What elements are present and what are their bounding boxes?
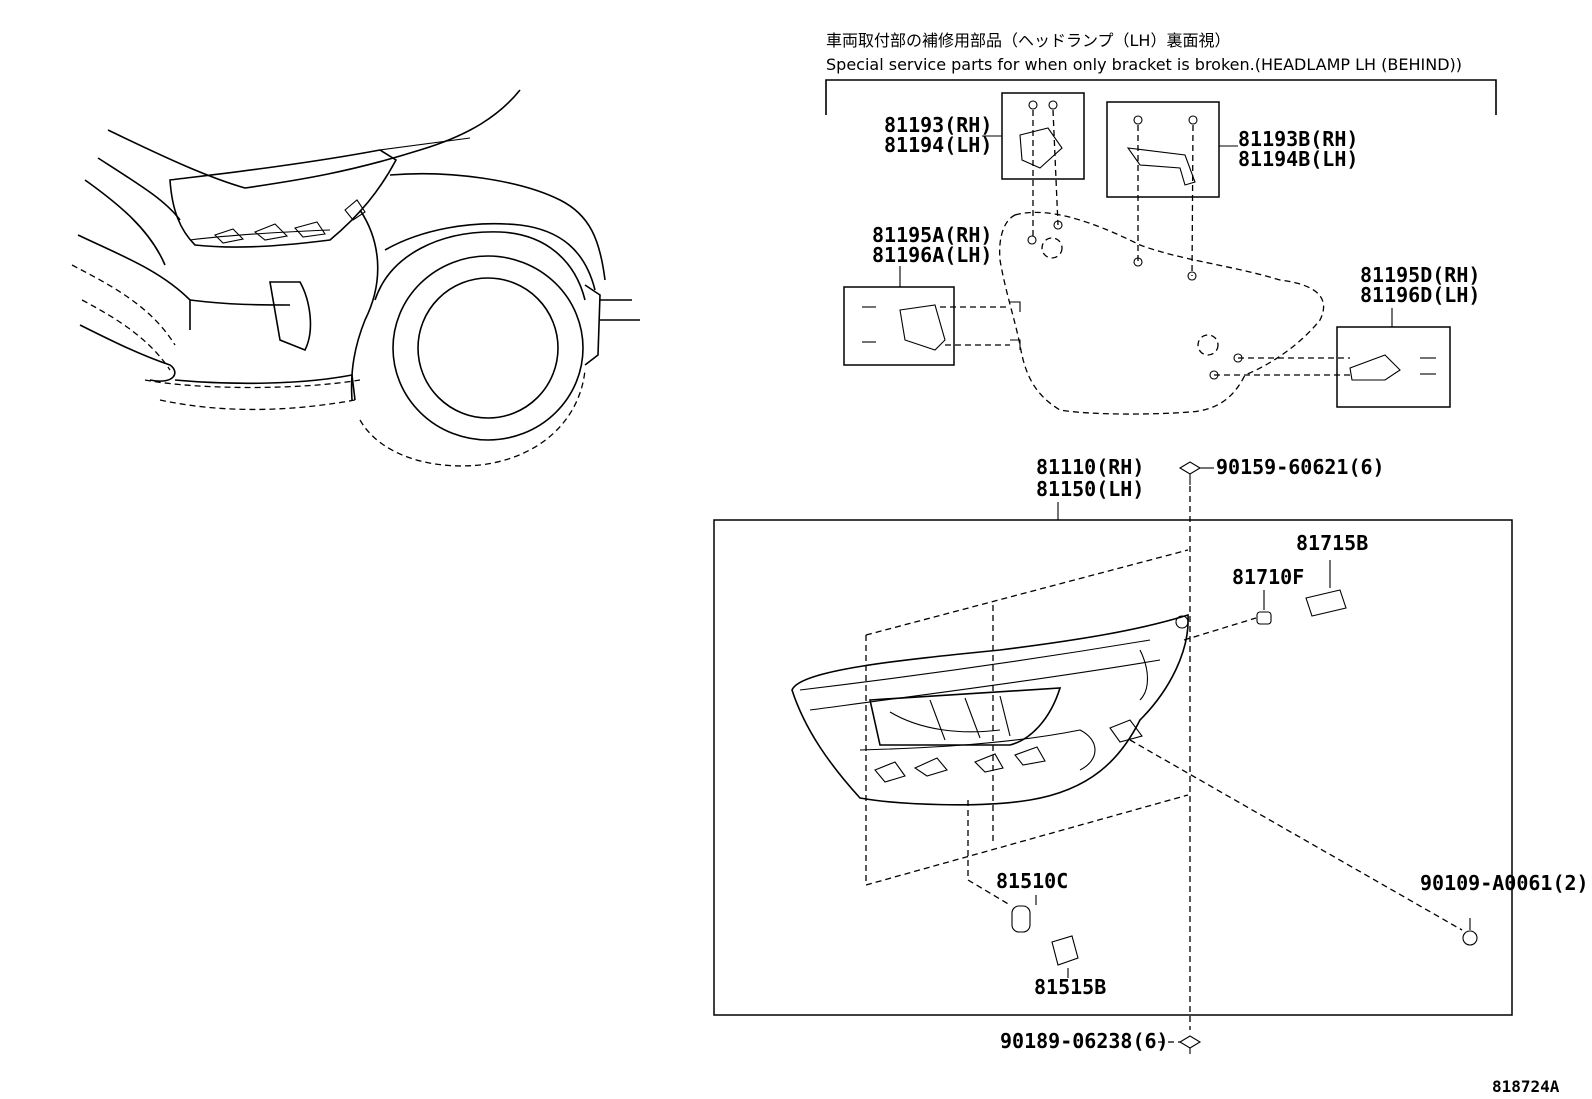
vehicle-front-illustration: [71, 89, 640, 467]
label-81110: 81110(RH): [1036, 455, 1144, 479]
headlamp-unit: [791, 613, 1189, 806]
label-90109: 90109-A0061(2): [1420, 871, 1589, 895]
label-81194: 81194(LH): [884, 133, 992, 157]
socket-81515B: [1051, 935, 1079, 978]
label-81515B: 81515B: [1034, 975, 1106, 999]
bracket-81195A-part: [862, 304, 1010, 351]
bracket-81195D-box: [1336, 326, 1451, 408]
label-81150: 81150(LH): [1036, 477, 1144, 501]
nut-90189: [1158, 1035, 1202, 1054]
label-81510C: 81510C: [996, 869, 1068, 893]
header-title-en: Special service parts for when only brac…: [826, 55, 1462, 74]
header-title-jp: 車両取付部の補修用部品（ヘッドランプ（LH）裏面視）: [826, 31, 1230, 50]
headlamp-assembly-box: [713, 519, 1513, 1016]
label-81196D: 81196D(LH): [1360, 283, 1480, 307]
bracket-81193-box: [1001, 92, 1085, 180]
label-81715B: 81715B: [1296, 531, 1368, 555]
label-81196A: 81196A(LH): [872, 243, 992, 267]
label-81193: 81193(RH): [884, 113, 992, 137]
bracket-81193B-part: [1126, 115, 1198, 277]
bulb-81710F: [1183, 590, 1272, 641]
label-81194B: 81194B(LH): [1238, 147, 1358, 171]
screw-90109: [1129, 739, 1478, 946]
label-81193B: 81193B(RH): [1238, 127, 1358, 151]
label-81195D: 81195D(RH): [1360, 263, 1480, 287]
header-bracket-line: [825, 79, 1497, 115]
bracket-81195A-box: [843, 286, 955, 366]
label-81195A: 81195A(RH): [872, 223, 992, 247]
bracket-81193-part: [1019, 100, 1063, 240]
lamp-housing-rear-view: [999, 211, 1325, 415]
bracket-81195D-part: [1214, 354, 1436, 381]
bolt-90159: [1178, 461, 1202, 1030]
figure-id: 818724A: [1492, 1077, 1560, 1096]
label-90159: 90159-60621(6): [1216, 455, 1385, 479]
label-90189: 90189-06238(6): [1000, 1029, 1169, 1053]
bulb-81510C: [1011, 895, 1037, 933]
bracket-81193B-box: [1106, 101, 1220, 198]
label-81710F: 81710F: [1232, 565, 1304, 589]
socket-81715B: [1305, 560, 1347, 617]
